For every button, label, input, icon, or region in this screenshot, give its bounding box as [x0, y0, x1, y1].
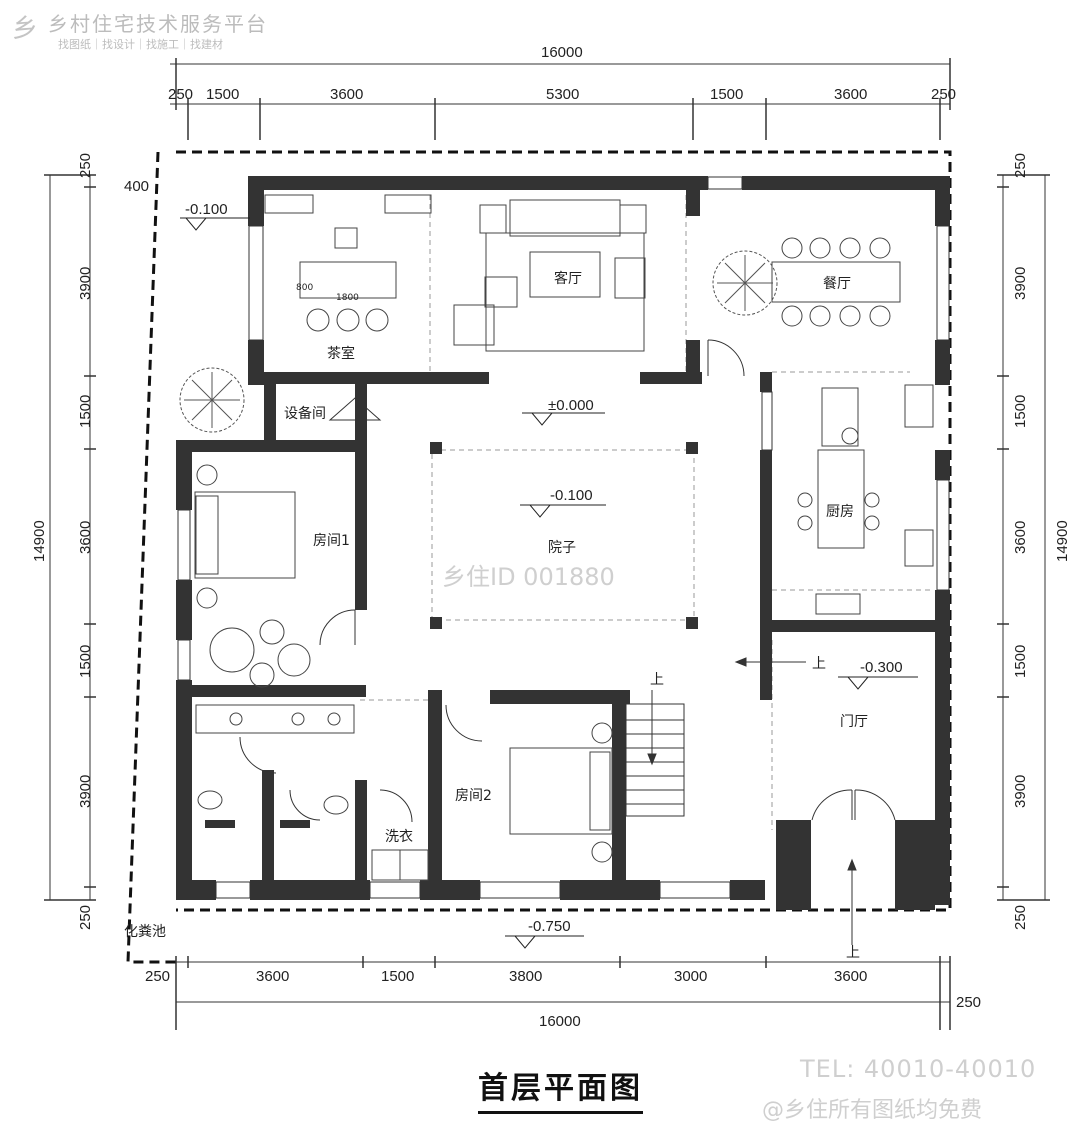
stairs	[625, 657, 857, 945]
table-dim-depth: 800	[296, 283, 313, 293]
dim-right-0: 250	[1012, 153, 1029, 178]
dim-left-5: 3900	[77, 775, 94, 808]
dim-right-2: 1500	[1012, 395, 1029, 428]
level-foyer: -0.300	[860, 659, 903, 676]
dim-right-1: 3900	[1012, 267, 1029, 300]
room-label-kitchen: 厨房	[826, 504, 854, 520]
dimension-lines	[44, 58, 1050, 1030]
windows	[177, 176, 950, 899]
room-label-equipment: 设备间	[284, 405, 326, 422]
level-outdoor: -0.750	[528, 918, 571, 935]
doors	[239, 339, 896, 823]
room-label-laundry: 洗衣	[385, 829, 413, 845]
dim-bottom-1: 3600	[256, 968, 289, 985]
dim-top-1: 1500	[206, 86, 239, 103]
left-dims: 250 3900 1500 3600 1500 3900 250 14900 4…	[31, 153, 149, 930]
stair-up-label-foyer: 上	[812, 656, 826, 672]
room-label-foyer: 门厅	[840, 714, 868, 730]
center-watermark: 乡住ID 001880	[442, 563, 615, 591]
level-courtyard: -0.100	[550, 487, 593, 504]
dim-left-total: 14900	[31, 520, 48, 562]
dim-top-5: 3600	[834, 86, 867, 103]
tel-watermark: TEL: 40010-40010	[800, 1055, 1037, 1083]
room-label-tea: 茶室	[327, 345, 355, 362]
level-tea-room: -0.100	[185, 201, 228, 218]
dim-bottom-3: 3800	[509, 968, 542, 985]
logo-title: 乡村住宅技术服务平台	[48, 12, 268, 36]
room-label-room2: 房间2	[455, 788, 492, 804]
dim-left-offset: 400	[124, 178, 149, 195]
dim-bottom-0: 250	[145, 968, 170, 985]
dim-top-4: 1500	[710, 86, 743, 103]
dim-left-4: 1500	[77, 645, 94, 678]
dim-right-total: 14900	[1054, 520, 1071, 562]
stair-up-label-entry: 上	[846, 945, 860, 961]
room-label-living: 客厅	[554, 270, 582, 287]
room-label-courtyard: 院子	[548, 540, 576, 556]
dim-left-1: 3900	[77, 267, 94, 300]
dim-top-total: 16000	[541, 44, 583, 61]
dim-bottom-2: 1500	[381, 968, 414, 985]
level-hall: ±0.000	[548, 397, 594, 414]
copyright-watermark: @乡住所有图纸均免费	[762, 1098, 983, 1123]
stair-up-label-main: 上	[650, 672, 664, 688]
dim-left-2: 1500	[77, 395, 94, 428]
dim-bottom-total: 16000	[539, 1013, 581, 1030]
dim-right-5: 3900	[1012, 775, 1029, 808]
dim-top-6: 250	[931, 86, 956, 103]
room-label-dining: 餐厅	[823, 276, 851, 292]
room-label-room1: 房间1	[313, 533, 350, 549]
site-boundary	[126, 150, 952, 964]
dim-bottom-offset: 250	[956, 994, 981, 1011]
level-markers	[180, 217, 918, 949]
furniture	[194, 194, 934, 881]
logo-mark-icon: 乡	[12, 14, 39, 44]
plan-title: 首层平面图	[478, 1063, 643, 1114]
dim-bottom-5: 3600	[834, 968, 867, 985]
logo-subtitle: 找图纸｜找设计｜找施工｜找建材	[58, 38, 223, 51]
walls	[176, 176, 950, 910]
dim-left-0: 250	[77, 153, 94, 178]
dim-right-3: 3600	[1012, 521, 1029, 554]
dim-right-6: 250	[1012, 905, 1029, 930]
table-dim-width: 1800	[336, 293, 359, 303]
right-dims: 250 3900 1500 3600 1500 3900 250 14900	[1012, 153, 1071, 930]
tree-symbols	[179, 250, 778, 433]
dim-left-3: 3600	[77, 521, 94, 554]
interior-dashed	[360, 195, 930, 830]
dim-left-6: 250	[77, 905, 94, 930]
dim-bottom-4: 3000	[674, 968, 707, 985]
dim-top-2: 3600	[330, 86, 363, 103]
dim-top-3: 5300	[546, 86, 579, 103]
dim-top-0: 250	[168, 86, 193, 103]
dim-right-4: 1500	[1012, 645, 1029, 678]
room-label-septic: 化粪池	[124, 924, 166, 940]
